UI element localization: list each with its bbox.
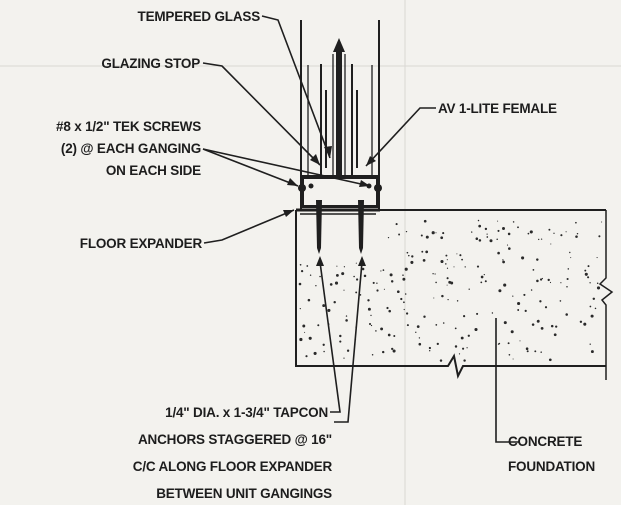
tek-screw [374, 184, 382, 192]
sill-base [298, 177, 382, 207]
label-tempered-glass: TEMPERED GLASS [138, 9, 261, 24]
label-tek-screws-line2: (2) @ EACH GANGING [61, 141, 201, 156]
label-tapcon-line2: ANCHORS STAGGERED @ 16" [138, 432, 332, 447]
label-tek-screws-line3: ON EACH SIDE [106, 163, 201, 178]
callouts: TEMPERED GLASS GLAZING STOP AV 1-LITE FE… [56, 9, 595, 501]
tek-screw [298, 184, 306, 192]
concrete-foundation [295, 209, 614, 380]
floor-expander [296, 208, 380, 215]
tempered-glass [332, 38, 346, 176]
tapcon-anchor [316, 200, 364, 254]
glazing-stop [320, 64, 358, 176]
label-glazing-stop: GLAZING STOP [101, 56, 200, 71]
label-av-1-lite-female: AV 1-LITE FEMALE [438, 101, 557, 116]
label-foundation: FOUNDATION [508, 459, 595, 474]
label-tapcon-line4: BETWEEN UNIT GANGINGS [156, 486, 332, 501]
label-tek-screws-line1: #8 x 1/2" TEK SCREWS [56, 119, 201, 134]
concrete-speckle-texture [298, 219, 603, 362]
leader-lines [202, 15, 520, 443]
label-tapcon-line1: 1/4" DIA. x 1-3/4" TAPCON [165, 405, 328, 420]
label-tapcon-line3: C/C ALONG FLOOR EXPANDER [133, 459, 333, 474]
label-concrete: CONCRETE [508, 434, 582, 449]
label-floor-expander: FLOOR EXPANDER [80, 236, 203, 251]
